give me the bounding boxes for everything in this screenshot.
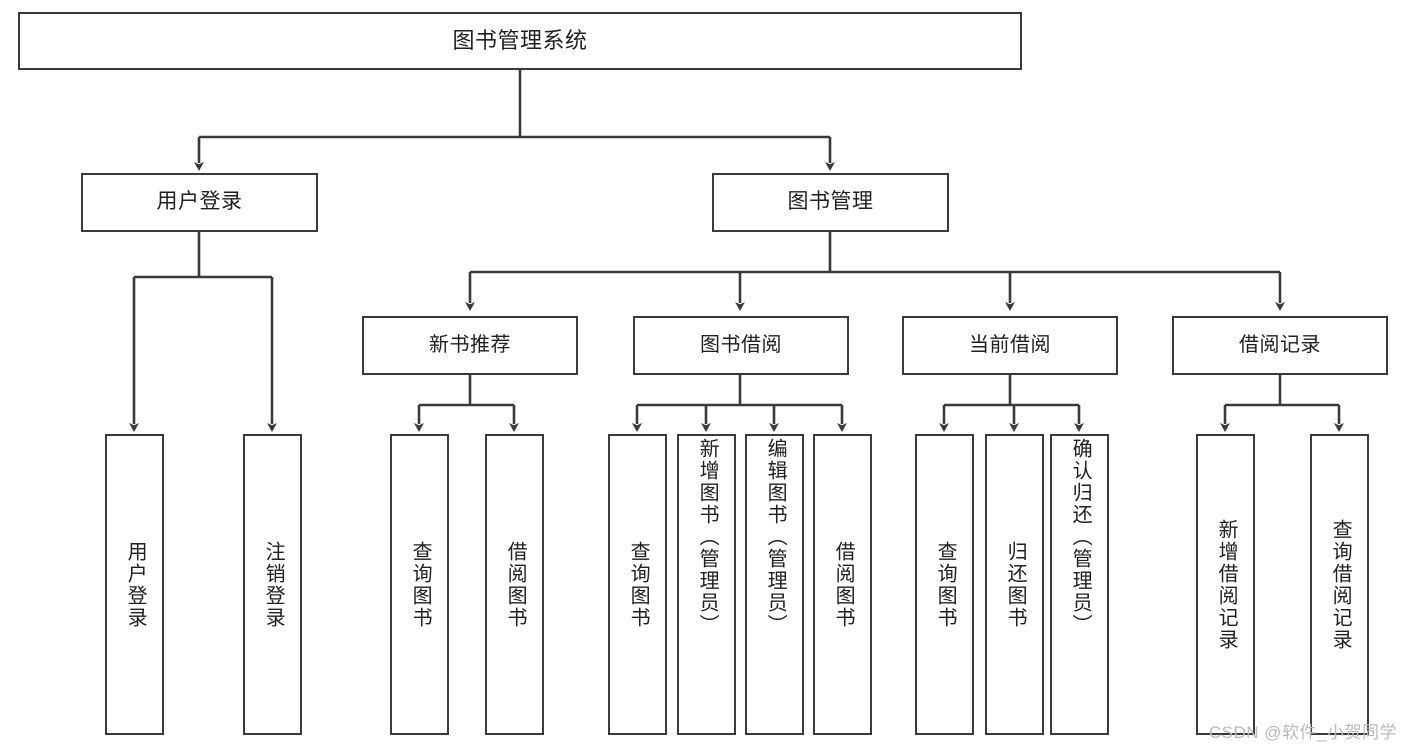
watermark: CSDN @软件_小贺同学: [1208, 723, 1397, 742]
node-leaf-confirm-return[interactable]: 确认归还（管理员）: [1050, 434, 1109, 735]
node-leaf-query-record-label: 查询借阅记录: [1329, 518, 1352, 651]
node-leaf-query-book-2[interactable]: 查询图书: [608, 434, 667, 735]
node-user-login[interactable]: 用户登录: [81, 173, 318, 232]
node-leaf-query-book-3-label: 查询图书: [934, 540, 957, 629]
node-book-borrow-label: 图书借阅: [700, 333, 782, 356]
node-leaf-borrow-book-2-label: 借阅图书: [832, 540, 855, 629]
node-leaf-add-book-label: 新增图书（管理员）: [696, 438, 719, 636]
node-leaf-return-book-label: 归还图书: [1004, 540, 1027, 629]
node-leaf-query-book-1-label: 查询图书: [409, 540, 432, 629]
node-book-borrow[interactable]: 图书借阅: [633, 316, 849, 375]
node-leaf-user-login[interactable]: 用户登录: [105, 434, 164, 735]
node-leaf-logout-label: 注销登录: [262, 540, 285, 629]
node-new-book-rec-label: 新书推荐: [429, 333, 511, 356]
node-leaf-add-record[interactable]: 新增借阅记录: [1196, 434, 1255, 735]
node-leaf-query-book-1[interactable]: 查询图书: [390, 434, 449, 735]
node-leaf-return-book[interactable]: 归还图书: [985, 434, 1044, 735]
node-leaf-add-book[interactable]: 新增图书（管理员）: [677, 434, 736, 735]
node-leaf-query-book-3[interactable]: 查询图书: [915, 434, 974, 735]
node-leaf-add-record-label: 新增借阅记录: [1215, 518, 1238, 651]
node-user-login-label: 用户登录: [156, 190, 243, 214]
node-new-book-rec[interactable]: 新书推荐: [362, 316, 578, 375]
node-leaf-user-login-label: 用户登录: [124, 540, 147, 629]
node-leaf-borrow-book-1-label: 借阅图书: [504, 540, 527, 629]
node-leaf-edit-book[interactable]: 编辑图书（管理员）: [745, 434, 804, 735]
node-current-borrow-label: 当前借阅: [969, 333, 1051, 356]
node-leaf-edit-book-label: 编辑图书（管理员）: [764, 438, 787, 636]
node-root[interactable]: 图书管理系统: [18, 12, 1022, 70]
node-root-label: 图书管理系统: [452, 28, 588, 54]
node-book-manage[interactable]: 图书管理: [712, 173, 949, 232]
node-leaf-confirm-return-label: 确认归还（管理员）: [1069, 438, 1092, 636]
node-borrow-record[interactable]: 借阅记录: [1172, 316, 1388, 375]
node-leaf-logout[interactable]: 注销登录: [243, 434, 302, 735]
node-leaf-borrow-book-2[interactable]: 借阅图书: [813, 434, 872, 735]
node-leaf-query-book-2-label: 查询图书: [627, 540, 650, 629]
node-borrow-record-label: 借阅记录: [1239, 333, 1321, 356]
node-leaf-borrow-book-1[interactable]: 借阅图书: [485, 434, 544, 735]
node-current-borrow[interactable]: 当前借阅: [902, 316, 1118, 375]
node-leaf-query-record[interactable]: 查询借阅记录: [1310, 434, 1369, 735]
node-book-manage-label: 图书管理: [787, 190, 874, 214]
